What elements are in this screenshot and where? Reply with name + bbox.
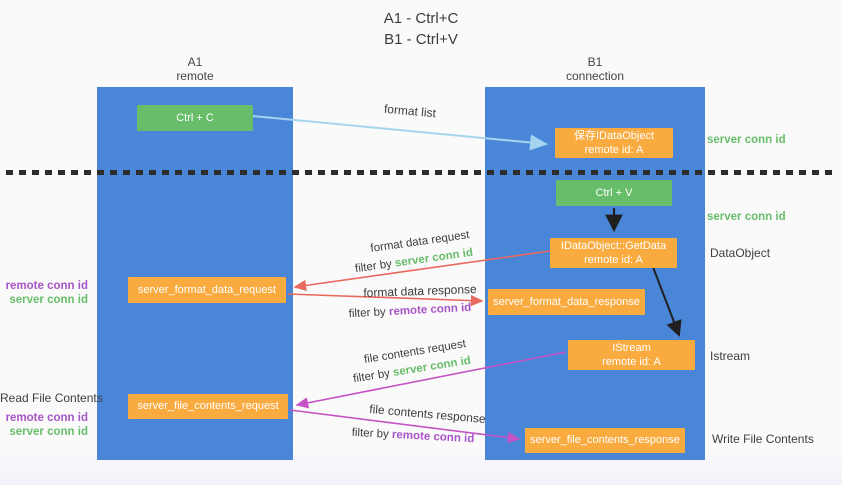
node-server-file-contents-response: server_file_contents_response (525, 428, 685, 453)
label-dataobject: DataObject (710, 246, 771, 260)
remote-conn-id-text: remote conn id (5, 280, 88, 292)
node-server-format-data-request: server_format_data_request (128, 277, 286, 303)
diagram-title: A1 - Ctrl+C B1 - Ctrl+V (0, 8, 842, 50)
label-filter-by-remote-conn-id-2: filter by remote conn id (331, 426, 495, 447)
label-istream-side: Istream (710, 349, 751, 363)
node-save-idataobject: 保存IDataObject remote id: A (555, 128, 673, 158)
server-conn-id-text: server conn id (394, 246, 474, 270)
node-istream-remote-id: remote id: A (602, 356, 661, 368)
label-server-conn-id-top-right: server conn id (707, 134, 786, 146)
node-getdata-title: IDataObject::GetData (560, 240, 667, 252)
node-idataobject-getdata: IDataObject::GetData remote id: A (550, 238, 677, 268)
column-b1-id: B1 (587, 55, 603, 69)
column-a1-role: remote (176, 69, 214, 83)
label-format-list: format list (383, 101, 437, 121)
node-server-format-data-response: server_format_data_response (488, 289, 645, 315)
node-istream-title: IStream (612, 342, 651, 354)
dashed-separator (6, 170, 836, 175)
title-line-1: A1 - Ctrl+C (383, 10, 459, 27)
node-ctrl-c: Ctrl + C (137, 105, 253, 131)
label-filter-by-remote-conn-id-1: filter by remote conn id (328, 301, 492, 322)
node-save-idataobject-remote-id: remote id: A (584, 144, 644, 156)
label-file-contents-response: file contents response (368, 401, 487, 427)
label-read-file-contents: Read File Contents (0, 391, 103, 405)
filter-by-text: filter by (354, 258, 393, 276)
remote-conn-id-text: remote conn id (5, 412, 88, 424)
label-server-conn-id-mid-right: server conn id (707, 211, 786, 223)
node-server-file-contents-request: server_file_contents_request (128, 394, 288, 419)
filter-by-text: filter by (348, 306, 387, 321)
server-conn-id-text: server conn id (9, 294, 88, 306)
node-istream: IStream remote id: A (568, 340, 695, 370)
node-ctrl-v: Ctrl + V (556, 180, 672, 206)
node-getdata-remote-id: remote id: A (584, 254, 643, 266)
node-save-idataobject-title: 保存IDataObject (573, 130, 655, 142)
column-header-a1: A1 remote (97, 55, 293, 83)
column-header-b1: B1 connection (485, 55, 705, 83)
label-conn-ids-left-lower: remote conn id server conn id (0, 411, 88, 439)
title-line-2: B1 - Ctrl+V (384, 31, 458, 48)
filter-by-text: filter by (351, 426, 390, 441)
label-write-file-contents: Write File Contents (712, 432, 814, 446)
label-conn-ids-left-upper: remote conn id server conn id (0, 279, 88, 307)
server-conn-id-text: server conn id (9, 426, 88, 438)
filter-by-text: filter by (352, 367, 391, 386)
column-a1-id: A1 (187, 55, 203, 69)
remote-conn-id-text: remote conn id (391, 428, 475, 446)
label-format-data-response: format data response (363, 282, 477, 300)
remote-conn-id-text: remote conn id (388, 301, 472, 319)
column-b1-role: connection (565, 69, 625, 83)
